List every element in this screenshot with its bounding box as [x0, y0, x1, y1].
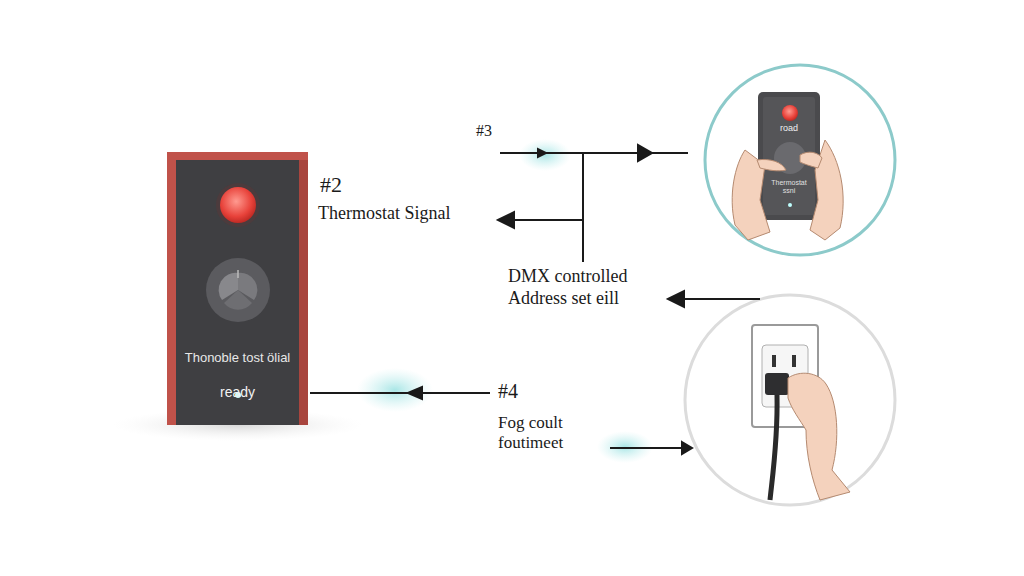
callout-number: #2: [320, 172, 360, 198]
device-caption: Thonoble tost ölial: [182, 350, 293, 366]
signal-label: DMX controlled Address set eill: [508, 266, 658, 309]
status-text: road: [763, 123, 815, 134]
device-caption: Thermostat ssni: [765, 179, 813, 196]
callout-number: #3: [476, 121, 516, 140]
handheld-device: roadThermostat ssni: [763, 97, 815, 215]
part-label: Fog coult foutimeet: [498, 413, 590, 454]
device-panel: ready Thonoble tost ölial: [176, 160, 299, 425]
signal-label: Thermostat Signal: [318, 203, 498, 225]
callout-number: #4: [498, 379, 538, 403]
status-text: ready: [176, 384, 299, 401]
